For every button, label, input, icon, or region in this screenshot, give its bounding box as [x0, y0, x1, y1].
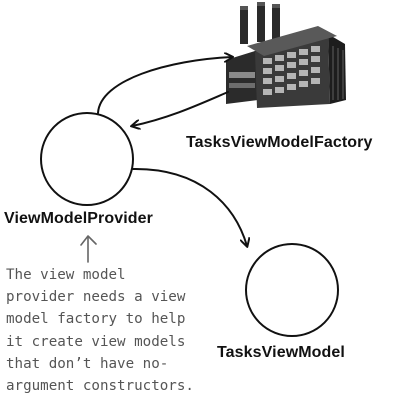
factory-label: TasksViewModelFactory: [186, 134, 373, 151]
annotation-line: it create view models: [6, 333, 186, 350]
arrow-provider-to-taskviewmodel: [132, 167, 247, 246]
tasks-view-model-label: TasksViewModel: [217, 344, 345, 361]
arrow-factory-to-provider: [132, 91, 229, 126]
annotation-pointer-arrow: [80, 235, 97, 263]
annotation-line: model factory to help: [6, 311, 186, 328]
annotation-line: argument constructors.: [6, 378, 194, 395]
annotation-note: The view model provider needs a view mod…: [6, 264, 211, 397]
annotation-line: The view model: [6, 267, 126, 283]
provider-node: [40, 112, 134, 206]
annotation-line: that don’t have no-: [6, 355, 169, 372]
provider-label: ViewModelProvider: [4, 210, 154, 227]
factory-icon: [226, 2, 346, 108]
tasks-view-model-node: [245, 243, 339, 337]
arrow-provider-to-factory: [97, 57, 232, 114]
annotation-line: provider needs a view: [6, 289, 186, 306]
